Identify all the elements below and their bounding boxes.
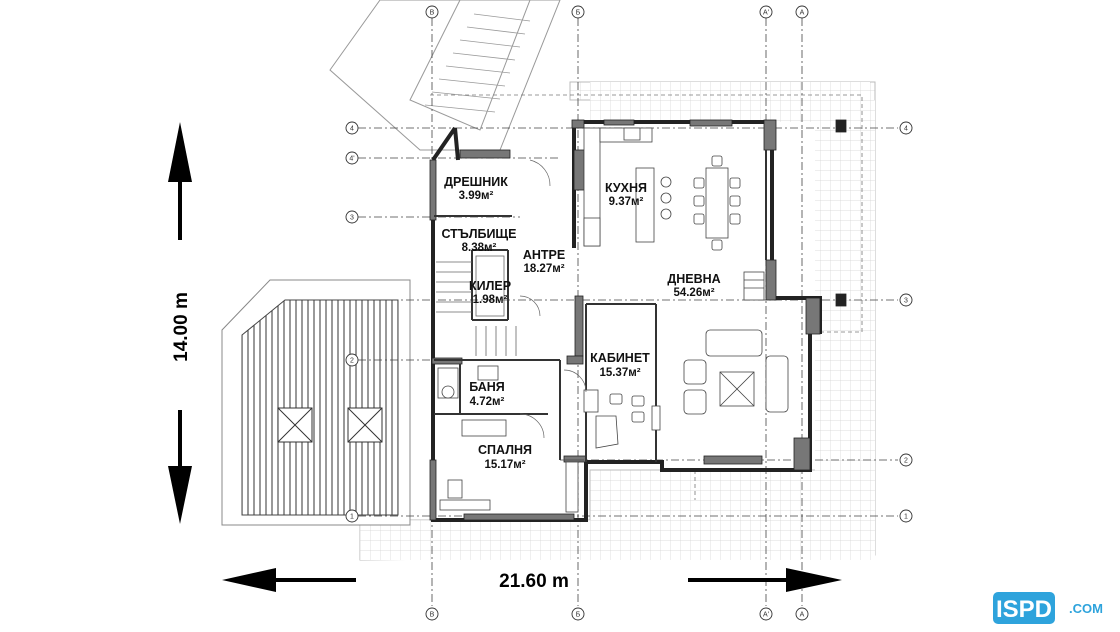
axis-h1-left: 4 — [350, 126, 354, 133]
room-area-pantry: 1.98м² — [473, 294, 508, 306]
room-name-hall: АНТРЕ — [523, 248, 565, 262]
axis-h1-right: 4 — [904, 126, 908, 133]
axis-v3-top: А' — [763, 10, 769, 17]
room-area-bathroom: 4.72м² — [470, 396, 505, 408]
logo-suffix: .COM — [1069, 601, 1103, 616]
horizontal-dimension-arrow — [222, 568, 842, 592]
logo-brand: ISPD — [996, 596, 1052, 623]
axis-h5-right: 1 — [904, 514, 908, 521]
axis-h2-left: 4' — [349, 156, 354, 163]
room-name-pantry: КИЛЕР — [469, 279, 511, 293]
side-roof — [221, 279, 411, 526]
width-dimension-label: 21.60 m — [499, 571, 569, 592]
room-area-kitchen: 9.37м² — [609, 196, 644, 208]
axis-labels: В Б А' А В Б А' А 4 4' 3 3 2 2 1 1 4 — [349, 10, 908, 619]
room-name-bedroom: СПАЛНЯ — [478, 443, 532, 457]
outdoor-staircase — [329, 0, 561, 151]
axis-v4-top: А — [800, 10, 805, 17]
door-swings — [519, 159, 587, 439]
height-dimension-label: 14.00 m — [171, 292, 192, 362]
axis-v1-bottom: В — [430, 612, 435, 619]
terrace-tiles — [359, 81, 876, 561]
room-name-study: КАБИНЕТ — [590, 351, 650, 365]
room-area-bedroom: 15.17м² — [484, 459, 525, 471]
axis-v1-top: В — [430, 10, 435, 17]
room-name-stairs: СТЪЛБИЩЕ — [441, 227, 516, 241]
room-area-living: 54.26м² — [673, 287, 714, 299]
roof-overhang — [430, 94, 863, 500]
kitchen-fixtures — [583, 127, 672, 247]
vertical-dimension-arrow — [168, 122, 192, 524]
room-name-kitchen: КУХНЯ — [605, 181, 647, 195]
room-name-living: ДНЕВНА — [667, 272, 720, 286]
axis-h3-left: 3 — [350, 215, 354, 222]
exterior-walls — [431, 120, 822, 522]
room-area-study: 15.37м² — [599, 367, 640, 379]
axis-markers — [345, 5, 913, 621]
room-area-hall: 18.27м² — [523, 263, 564, 275]
wall-fills — [429, 119, 847, 521]
study-furniture — [583, 389, 661, 449]
axis-h5-left: 1 — [350, 514, 354, 521]
room-area-stairs: 8.38м² — [462, 242, 497, 254]
axis-h4-left: 2 — [350, 358, 354, 365]
brand-logo: ISPD .COM — [993, 592, 1103, 624]
room-name-closet: ДРЕШНИК — [444, 175, 508, 189]
axis-v2-top: Б — [576, 10, 581, 17]
living-furniture — [683, 271, 789, 415]
logo-badge — [993, 592, 1055, 624]
axis-v3-bottom: А' — [763, 612, 769, 619]
room-name-bathroom: БАНЯ — [469, 380, 505, 394]
axis-v2-bottom: Б — [576, 612, 581, 619]
axis-h4-right: 2 — [904, 458, 908, 465]
room-labels: ДРЕШНИК 3.99м² КУХНЯ 9.37м² СТЪЛБИЩЕ 8.3… — [441, 175, 720, 471]
bath-bedroom-fixtures — [437, 365, 584, 513]
axis-h3-right: 3 — [904, 298, 908, 305]
axis-v4-bottom: А — [800, 612, 805, 619]
interior-stairs — [436, 255, 517, 356]
interior-walls — [434, 150, 767, 462]
dining-table — [693, 155, 741, 251]
room-area-closet: 3.99м² — [459, 190, 494, 202]
